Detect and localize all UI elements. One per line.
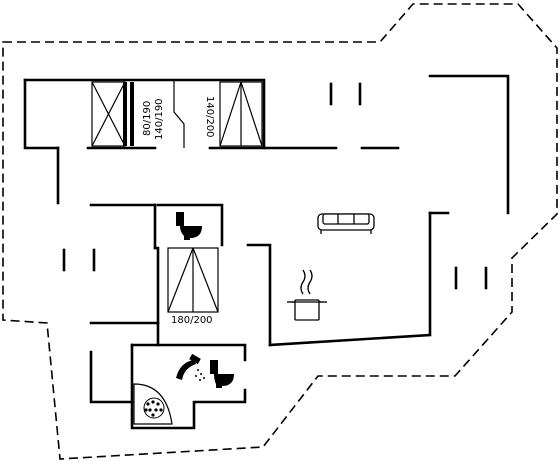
bunk-bed-label-top: 80/190 [142,101,153,136]
door-markers [62,82,488,290]
shower-icon [176,353,205,381]
double-bed-label: 140/200 [204,96,215,138]
toilet-icon [210,360,234,388]
single-bed-label: 180/200 [171,315,213,326]
double-bed: 140/200 [204,81,263,147]
toilet-icon [176,212,202,240]
single-bed: 180/200 [167,247,219,326]
bunk-bed-label-bottom: 140/190 [154,98,165,140]
whirlpool-icon [133,383,173,425]
cooking-pot-icon [287,269,327,321]
bunk-bed: 80/190 140/190 [91,81,165,147]
walls [23,74,510,430]
door-swing [173,80,185,148]
sofa-icon [317,213,375,234]
plot-outline [2,3,558,460]
